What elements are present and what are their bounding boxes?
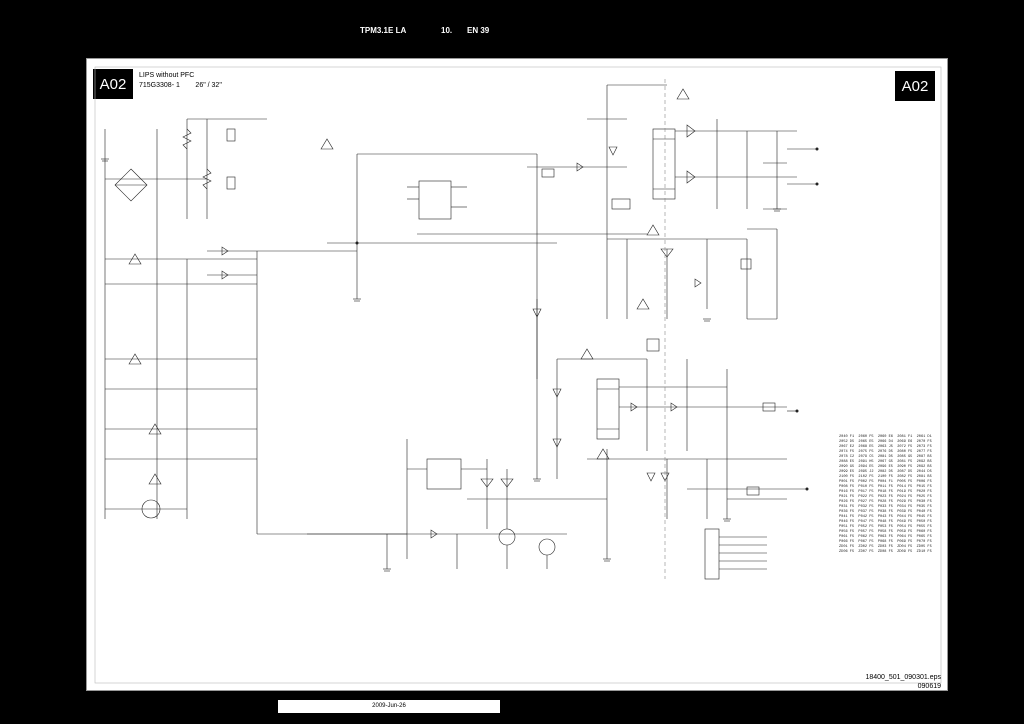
title-line-1: LIPS without PFC: [139, 72, 195, 79]
model-label: TPM3.1E LA: [360, 26, 407, 35]
file-reference: 18400_501_090301.eps 090619: [865, 673, 941, 691]
file-code: 090619: [917, 683, 941, 690]
sheet-label-right: A02: [895, 71, 935, 101]
part-location-list: 2040 F1 2060 F5 2060 E6 2081 F1 2061 D1 …: [839, 435, 932, 554]
filename: 18400_501_090301.eps: [865, 674, 941, 681]
schematic-drawing: [94, 66, 942, 684]
footer-date: 2009-Jun-26: [278, 700, 500, 713]
sheet-label-left: A02: [93, 69, 133, 99]
schematic-sheet: A02 A02 LIPS without PFC 715G3308- 1 26"…: [86, 58, 948, 691]
title-line-2: 715G3308- 1 26" / 32": [139, 82, 222, 89]
schematic-title: LIPS without PFC 715G3308- 1 26" / 32": [139, 71, 222, 91]
page-header: TPM3.1E LA 10. EN 39: [0, 0, 1024, 58]
section-label: 10.: [441, 26, 453, 35]
page-number: EN 39: [467, 26, 490, 35]
